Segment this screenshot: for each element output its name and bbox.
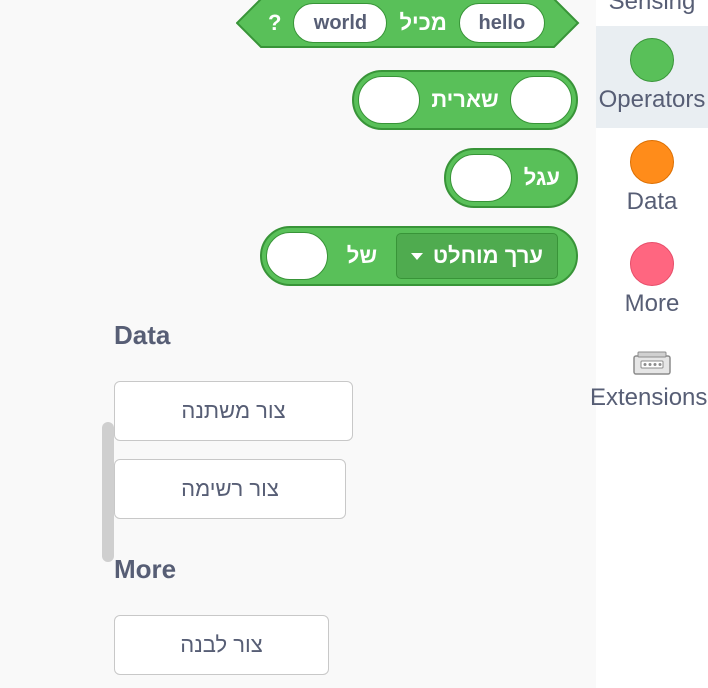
category-menu: Sensing Operators Data More Extensions [590, 0, 708, 688]
category-extensions-label: Extensions [590, 384, 708, 411]
round-block[interactable]: עגל [444, 148, 578, 208]
category-sensing[interactable]: Sensing [596, 0, 708, 16]
data-section-title: Data [114, 320, 171, 350]
math-of-input[interactable] [266, 232, 328, 280]
category-data[interactable]: Data [596, 140, 708, 216]
mod-block[interactable]: שארית [352, 70, 578, 130]
math-of-block[interactable]: ערך מוחלט של [260, 226, 578, 286]
make-list-button[interactable]: צור רשימה [114, 459, 346, 519]
category-operators-label: Operators [598, 86, 706, 113]
contains-first-value: hello [478, 11, 526, 34]
mod-label: שארית [431, 87, 499, 112]
contains-question-mark: ? [268, 10, 282, 35]
extensions-icon [633, 351, 671, 375]
data-dot-icon [630, 140, 674, 184]
category-sensing-label: Sensing [608, 0, 696, 15]
math-function-dropdown[interactable]: ערך מוחלט [395, 233, 558, 279]
palette-scrollbar[interactable] [102, 422, 114, 562]
category-operators[interactable]: Operators [596, 26, 708, 128]
make-list-label: צור רשימה [181, 476, 279, 501]
contains-block[interactable]: ? world מכיל hello [236, 0, 580, 48]
contains-first-input[interactable]: hello [458, 3, 545, 43]
round-label: עגל [523, 165, 560, 190]
contains-second-value: world [313, 11, 368, 34]
make-variable-button[interactable]: צור משתנה [114, 381, 353, 441]
contains-second-input[interactable]: world [293, 3, 388, 43]
more-section-title: More [114, 554, 177, 584]
make-block-button[interactable]: צור לבנה [114, 615, 329, 675]
more-dot-icon [630, 242, 674, 286]
math-function-value: ערך מוחלט [432, 243, 543, 268]
chevron-down-icon [410, 252, 423, 260]
mod-right-input[interactable] [510, 76, 572, 124]
make-variable-label: צור משתנה [181, 398, 286, 423]
category-data-label: Data [626, 188, 678, 215]
round-input[interactable] [450, 154, 512, 202]
category-extensions[interactable]: Extensions [590, 350, 708, 412]
make-block-label: צור לבנה [180, 632, 263, 657]
category-more-label: More [624, 290, 680, 317]
operators-dot-icon [630, 38, 674, 82]
math-of-label: של [346, 243, 378, 268]
category-more[interactable]: More [596, 242, 708, 318]
contains-label: מכיל [399, 10, 447, 35]
mod-left-input[interactable] [358, 76, 421, 124]
block-palette: ? world מכיל hello שארית עגל ערך מוחלט ש… [102, 0, 580, 675]
